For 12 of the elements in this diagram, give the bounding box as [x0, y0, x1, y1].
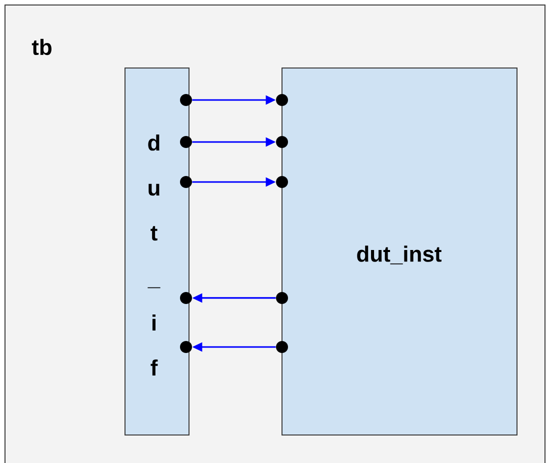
port-dot — [276, 94, 288, 106]
port-dot — [276, 292, 288, 304]
port-dot — [276, 340, 288, 353]
instance-box: dut_inst — [282, 68, 518, 436]
port-dot — [180, 292, 192, 304]
interface-box: dut_if — [124, 68, 190, 436]
port-dot — [180, 94, 192, 106]
port-dot — [180, 176, 192, 188]
port-dot — [276, 176, 288, 188]
port-dot — [276, 136, 288, 148]
port-dot — [180, 136, 192, 148]
port-dot — [180, 340, 192, 353]
